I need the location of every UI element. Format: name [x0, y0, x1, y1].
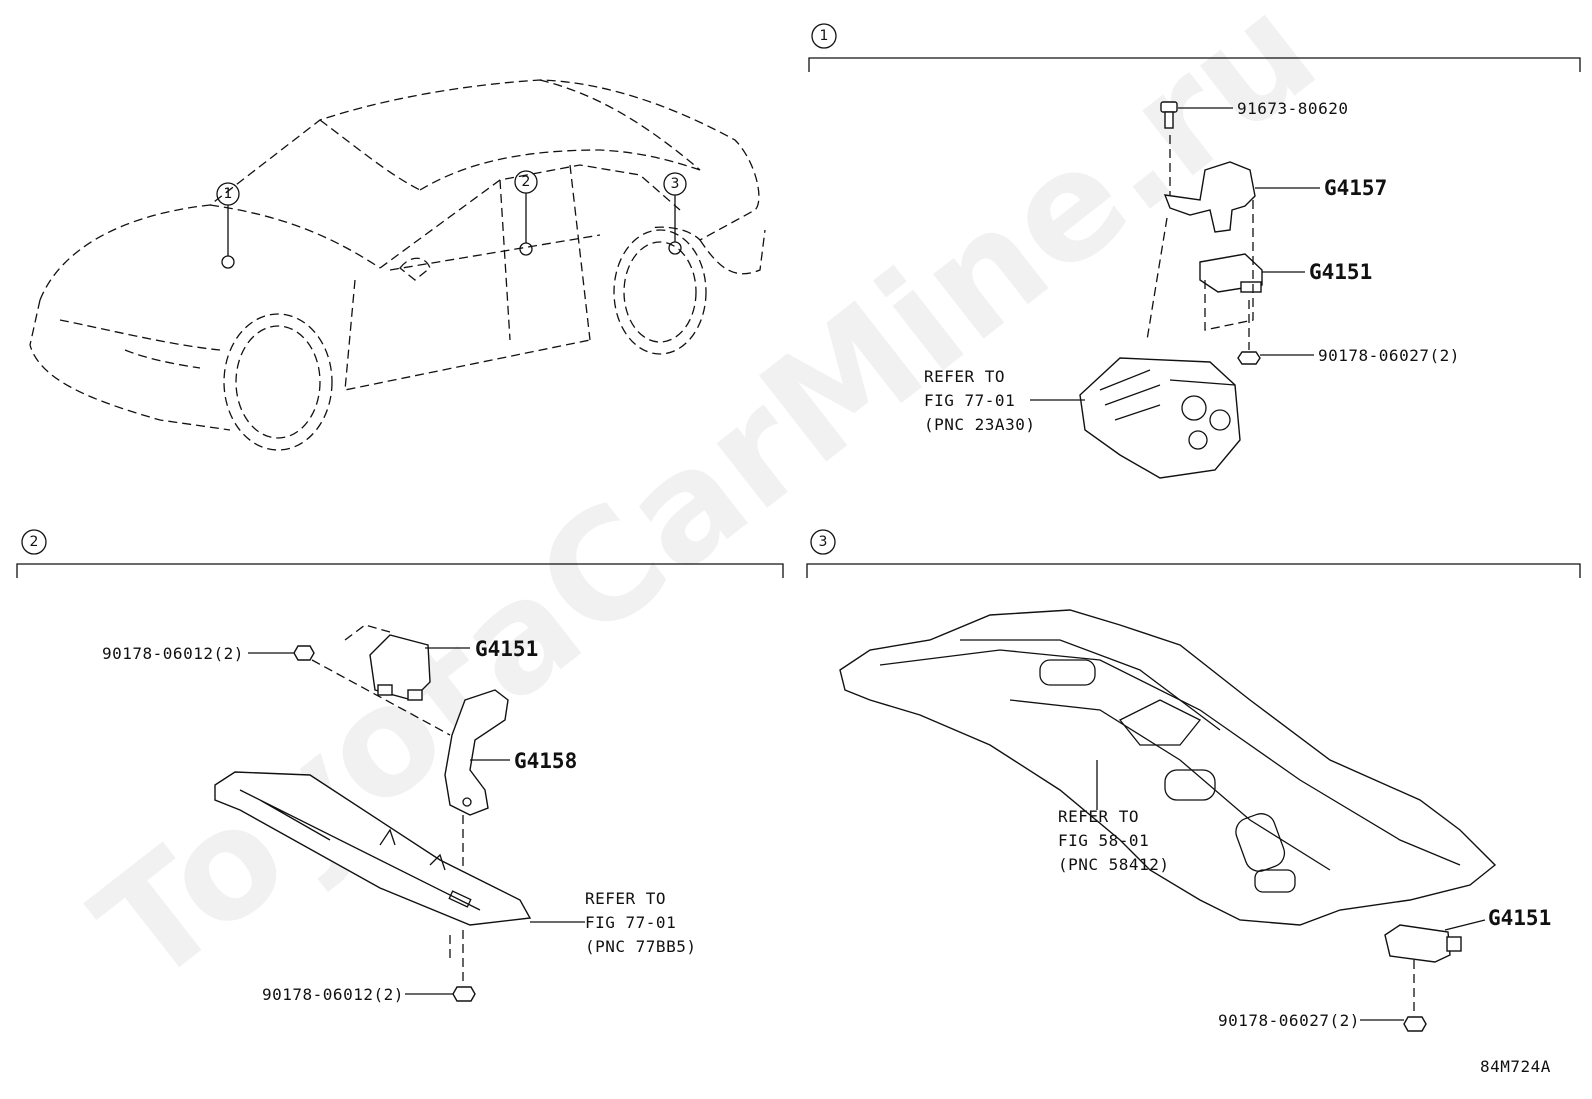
- refer-panel1-line2: FIG 77-01: [924, 391, 1015, 410]
- refer-panel3-line1: REFER TO: [1058, 807, 1139, 826]
- callout-1: 1: [224, 186, 233, 202]
- bolt-part: [1160, 101, 1178, 129]
- panel-3: 3 REFER TO FIG 58-01 (PNC 58412) G4151 9…: [806, 529, 1581, 1032]
- nut-top-part-number-panel2: 90178-06012(2): [102, 644, 244, 663]
- panel-2-number: 2: [30, 534, 39, 550]
- crossmember-77bb5: [214, 771, 532, 926]
- code-g4151-panel1: G4151: [1309, 260, 1372, 284]
- panel-3-number-circle: [810, 529, 836, 555]
- refer-panel1-line1: REFER TO: [924, 367, 1005, 386]
- sensor-location-3: [668, 241, 682, 255]
- panel-1-number-circle: [811, 23, 837, 49]
- callout-circle-2: [514, 170, 538, 194]
- code-g4157: G4157: [1324, 176, 1387, 200]
- sensor-location-1: [221, 255, 235, 269]
- sensor-location-2: [519, 242, 533, 256]
- code-g4158: G4158: [514, 749, 577, 773]
- refer-panel3-line2: FIG 58-01: [1058, 831, 1149, 850]
- referenced-assembly-23a30: [1079, 357, 1241, 479]
- callout-3: 3: [671, 176, 680, 192]
- nut-bottom-panel2: [452, 986, 476, 1002]
- callout-circle-1: [216, 182, 240, 206]
- nut-top-panel2: [293, 645, 315, 661]
- panel-1-number: 1: [820, 28, 829, 44]
- figure-id: 84M724A: [1480, 1057, 1551, 1076]
- panel-1-bracket-line: [808, 57, 1581, 72]
- bracket-g4157: [1163, 161, 1256, 233]
- nut-bottom-part-number-panel2: 90178-06012(2): [262, 985, 404, 1004]
- car-overview: 1 2 3: [29, 79, 766, 451]
- callout-2: 2: [522, 174, 531, 190]
- refer-panel2-line3: (PNC 77BB5): [585, 937, 696, 956]
- bracket-g4158: [444, 689, 509, 816]
- code-g4151-panel3: G4151: [1488, 906, 1551, 930]
- floor-pan-58412: [839, 609, 1497, 926]
- nut-part-number-panel1: 90178-06027(2): [1318, 346, 1460, 365]
- refer-panel2-line2: FIG 77-01: [585, 913, 676, 932]
- panel-2-number-circle: [21, 529, 47, 555]
- nut-panel1: [1237, 351, 1261, 365]
- callout-circle-3: [663, 172, 687, 196]
- refer-panel2-line1: REFER TO: [585, 889, 666, 908]
- refer-panel1-line3: (PNC 23A30): [924, 415, 1035, 434]
- sensor-g4151-panel2: [369, 634, 431, 701]
- nut-panel3: [1403, 1016, 1427, 1032]
- sensor-g4151-panel3: [1384, 924, 1451, 963]
- panel-3-number: 3: [819, 534, 828, 550]
- panel-2: 2 90178-06012(2) G4151 G4158 REFER TO FI…: [16, 529, 784, 1004]
- refer-panel3-line3: (PNC 58412): [1058, 855, 1169, 874]
- panel-3-bracket-line: [806, 563, 1581, 578]
- panel-1: 1 91673-80620 G4157 G4151 90178-06027(2): [808, 23, 1581, 479]
- bolt-part-number: 91673-80620: [1237, 99, 1348, 118]
- code-g4151-panel2: G4151: [475, 637, 538, 661]
- panel-2-bracket-line: [16, 563, 784, 578]
- nut-part-number-panel3: 90178-06027(2): [1218, 1011, 1360, 1030]
